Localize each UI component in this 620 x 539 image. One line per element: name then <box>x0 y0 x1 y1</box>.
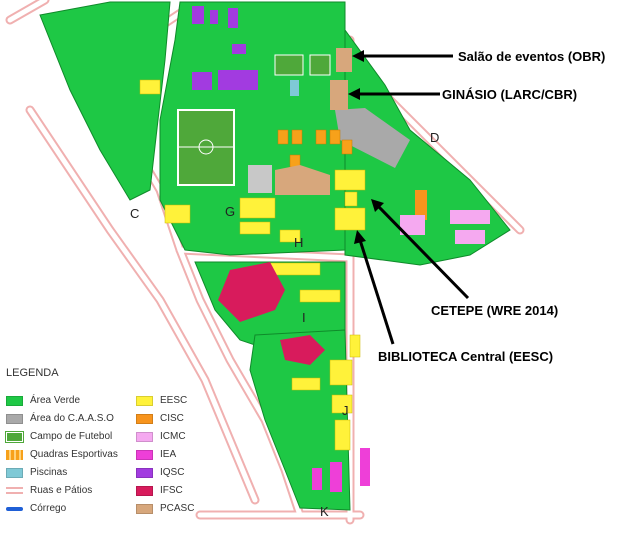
legend-item-label: Piscinas <box>30 467 68 478</box>
eesc-buildings <box>139 79 366 451</box>
legend-swatch <box>136 503 153 514</box>
legend-item-label: ICMC <box>160 431 186 442</box>
zone-label-i: I <box>302 310 306 325</box>
ifsc-buildings <box>218 262 325 365</box>
legend-swatch <box>136 413 153 424</box>
callout-cetepe: CETEPE (WRE 2014) <box>431 303 558 318</box>
pool <box>290 80 299 96</box>
cisc-buildings <box>415 190 427 220</box>
legend-item-right-4: IQSC <box>136 467 184 478</box>
legend-item-left-3: Quadras Esportivas <box>6 449 118 460</box>
legend-swatch <box>6 487 23 494</box>
football-field <box>177 109 235 186</box>
green-area-east <box>344 28 511 266</box>
sports-courts <box>277 129 353 168</box>
callout-ginasio: GINÁSIO (LARC/CBR) <box>442 87 577 102</box>
legend-item-left-0: Área Verde <box>6 395 80 406</box>
legend-item-right-0: EESC <box>136 395 187 406</box>
zone-label-d: D <box>430 130 439 145</box>
callout-biblioteca: BIBLIOTECA Central (EESC) <box>378 349 553 364</box>
zone-label-g: G <box>225 204 235 219</box>
legend-item-right-6: PCASC <box>136 503 194 514</box>
legend-swatch <box>136 431 153 442</box>
green-area-west <box>39 1 171 201</box>
legend-swatch <box>6 506 23 511</box>
zone-label-j: J <box>342 403 349 418</box>
callout-arrows <box>348 50 470 345</box>
caaso-area <box>335 108 410 168</box>
iea-buildings <box>312 448 370 492</box>
legend-item-right-5: IFSC <box>136 485 183 496</box>
zone-label-h: H <box>294 235 303 250</box>
legend-item-label: Quadras Esportivas <box>30 449 118 460</box>
iqsc-buildings <box>192 6 258 90</box>
legend-item-label: IEA <box>160 449 177 460</box>
small-field <box>274 54 304 76</box>
legend-item-label: Ruas e Pátios <box>30 485 93 496</box>
callout-salao-eventos: Salão de eventos (OBR) <box>458 49 605 64</box>
legend-swatch <box>136 449 153 460</box>
legend-item-right-3: IEA <box>136 449 176 460</box>
pcasc-buildings <box>275 48 352 195</box>
legend-swatch <box>136 485 153 496</box>
legend-item-label: PCASC <box>160 503 195 514</box>
caaso-building <box>248 165 272 193</box>
legend-swatch <box>6 413 23 424</box>
legend-swatch <box>6 395 23 406</box>
legend-item-label: Área do C.A.A.S.O <box>30 413 114 424</box>
legend-swatch <box>136 395 153 406</box>
legend-swatch <box>6 449 23 460</box>
legend-item-left-1: Área do C.A.A.S.O <box>6 413 114 424</box>
icmc-buildings <box>400 210 490 244</box>
legend-item-left-4: Piscinas <box>6 467 67 478</box>
legend-item-label: Área Verde <box>30 395 81 406</box>
legend-item-label: CISC <box>160 413 184 424</box>
legend-swatch <box>6 467 23 478</box>
legend-swatch <box>5 430 24 443</box>
legend-item-right-1: CISC <box>136 413 184 424</box>
legend-item-label: EESC <box>160 395 188 406</box>
zone-label-k: K <box>320 504 329 519</box>
legend-item-left-2: Campo de Futebol <box>5 430 113 443</box>
legend-item-label: Córrego <box>30 503 67 514</box>
legend-item-label: IQSC <box>160 467 185 478</box>
legend-title: LEGENDA <box>6 367 59 379</box>
legend-swatch <box>136 467 153 478</box>
legend-item-label: Campo de Futebol <box>30 431 113 442</box>
legend-item-label: IFSC <box>160 485 183 496</box>
legend-item-left-6: Córrego <box>6 503 66 514</box>
legend-item-left-5: Ruas e Pátios <box>6 485 92 496</box>
legend-item-right-2: ICMC <box>136 431 186 442</box>
zone-label-c: C <box>130 206 139 221</box>
zone-labels: C D G H I J K <box>130 130 439 519</box>
